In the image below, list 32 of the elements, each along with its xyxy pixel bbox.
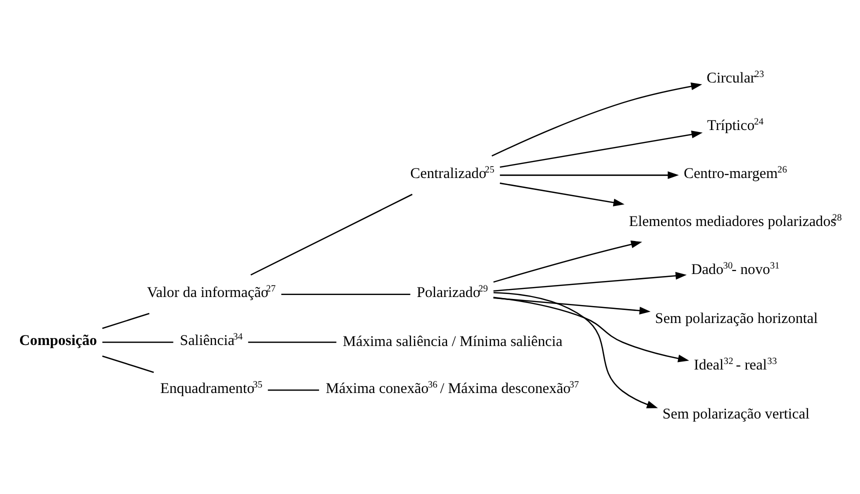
connector <box>268 389 320 391</box>
arrow <box>493 272 687 292</box>
connector <box>248 342 336 343</box>
connector <box>281 294 410 295</box>
node-text: Centro-margem$^{26}$ <box>684 164 787 182</box>
node-text: Máxima saliência / Mínima saliência <box>342 334 562 350</box>
node-text: Composição <box>19 333 97 350</box>
arrow <box>500 171 679 180</box>
node-text: Elementos mediadores polarizados$^{28}$ <box>628 212 842 230</box>
node-text: Circular$^{23}$ <box>706 68 764 86</box>
node-text: Enquadramento$^{35}$ <box>160 379 262 397</box>
connector <box>250 194 413 276</box>
node-text: Tríptico$^{24}$ <box>707 116 764 134</box>
node-text: Máxima conexão$^{36}$ / Máxima desconexão$^{37}$ <box>326 379 579 397</box>
arrow <box>492 82 702 157</box>
connector <box>102 355 154 373</box>
node-text: Centralizado$^{25}$ <box>410 164 494 182</box>
node-text: Saliência$^{34}$ <box>180 332 243 350</box>
arrow <box>493 297 651 314</box>
node-text: Ideal$^{32}$ - real$^{33}$ <box>694 356 777 374</box>
node-text: Sem polarização vertical <box>662 406 810 423</box>
arrow <box>493 296 690 362</box>
node-text: Dado$^{30}$- novo$^{31}$ <box>691 260 780 278</box>
node-text: Sem polarização horizontal <box>655 310 818 327</box>
arrow <box>500 182 624 206</box>
arrow <box>494 292 658 408</box>
connector <box>102 342 174 343</box>
node-text: Polarizado$^{29}$ <box>416 284 488 302</box>
node-text: Valor da informação$^{27}$ <box>146 284 276 302</box>
connector <box>102 312 150 329</box>
arrow <box>493 240 642 283</box>
arrow <box>500 130 703 168</box>
